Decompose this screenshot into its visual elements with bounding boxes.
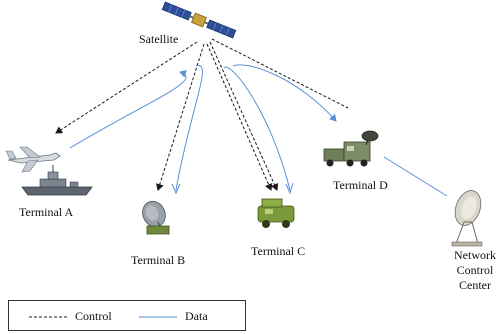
legend-swatches xyxy=(29,316,177,318)
data-arrowhead-c xyxy=(285,182,294,195)
legend: Control Data xyxy=(8,300,246,331)
terminal-b-label: Terminal B xyxy=(131,253,186,267)
satellite-label: Satellite xyxy=(139,32,179,46)
terminal-c-label: Terminal C xyxy=(251,244,306,258)
ncc-label: Network Control Center xyxy=(445,248,497,293)
control-link-terminal-a xyxy=(55,41,198,134)
data-link-terminal-a xyxy=(69,70,187,149)
control-link-terminal-d xyxy=(211,38,349,109)
legend-control-label: Control xyxy=(75,309,112,323)
ncc-label-line-3: Center xyxy=(459,278,491,292)
control-link-terminal-c-right xyxy=(209,41,279,191)
radar-truck-icon xyxy=(323,130,379,167)
data-link-terminal-d-to-ncc xyxy=(383,156,448,197)
ncc-label-line-2: Control xyxy=(456,263,494,277)
military-vehicle-icon xyxy=(257,198,295,228)
control-links xyxy=(55,38,349,191)
satellite-icon xyxy=(161,1,237,39)
legend-data-label: Data xyxy=(185,309,208,323)
data-link-terminal-c xyxy=(223,66,291,191)
terminal-d-label: Terminal D xyxy=(333,178,388,192)
data-link-terminal-b xyxy=(175,65,203,191)
control-link-terminal-c-left xyxy=(206,43,273,191)
aircraft-icon xyxy=(5,146,61,173)
data-links xyxy=(69,64,448,197)
terminal-a-label: Terminal A xyxy=(19,205,74,219)
warship-icon xyxy=(21,165,93,196)
data-arrowhead-b xyxy=(171,183,181,195)
ground-station-antenna-icon xyxy=(451,190,483,247)
ncc-label-line-1: Network xyxy=(454,248,496,262)
control-link-terminal-b xyxy=(155,43,205,191)
satellite-dish-icon xyxy=(142,200,170,235)
data-link-terminal-d xyxy=(232,64,337,122)
